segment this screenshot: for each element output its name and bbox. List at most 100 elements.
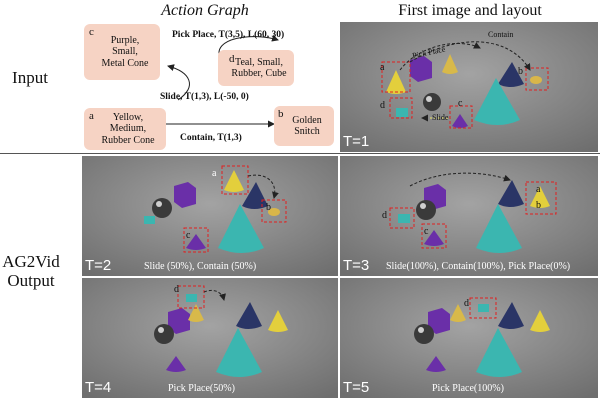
contain-arrow-t2 <box>247 174 279 199</box>
time-label-t1: T=1 <box>343 133 370 150</box>
node-c-letter: c <box>89 26 94 38</box>
action-graph-header: Action Graph <box>161 2 249 19</box>
navy-cone <box>242 182 268 209</box>
node-b-text: Golden Snitch <box>292 114 322 138</box>
metal-sphere <box>416 200 436 220</box>
metal-sphere <box>152 198 172 218</box>
gold-cone-back <box>442 54 458 74</box>
box-letter-c-t2: c <box>186 230 191 241</box>
node-d-letter: d <box>229 53 235 65</box>
yellow-cone <box>268 310 288 332</box>
output-label-line1: AG2Vid <box>2 252 60 271</box>
box-letter-b-t1: b <box>518 66 523 77</box>
gold-cone <box>188 304 204 322</box>
box-letter-b-t2: b <box>266 202 271 213</box>
node-d: Teal, Small, Rubber, Cube <box>218 50 294 86</box>
teal-cube-d <box>398 214 410 223</box>
navy-cone <box>236 302 262 329</box>
output-label-line2: Output <box>7 271 55 290</box>
node-b: Golden Snitch <box>274 106 334 146</box>
box-letter-d-t5: d <box>464 298 469 309</box>
teal-cube-d <box>396 108 408 117</box>
yellow-cone-a <box>530 186 550 208</box>
first-image-header: First image and layout <box>398 2 542 19</box>
box-b-t2 <box>261 199 287 223</box>
scene-panel-t4: d T=4 Pick Place(50%) <box>82 278 338 398</box>
box-letter-c-t3: c <box>424 226 429 237</box>
box-letter-a-t2: a <box>212 168 217 179</box>
teal-cube <box>144 216 155 224</box>
navy-cone <box>498 302 524 329</box>
metal-sphere <box>154 324 174 344</box>
box-letter-d-t1: d <box>380 100 385 111</box>
box-letter-d-t3: d <box>382 210 387 221</box>
box-letter-c-t1: c <box>458 98 463 109</box>
box-a-b-t3 <box>525 181 557 215</box>
box-c-t3 <box>421 223 447 249</box>
node-c: Purple, Small, Metal Cone <box>84 24 160 80</box>
teal-cube-d <box>186 294 197 302</box>
box-d-t4 <box>177 285 205 309</box>
scene-panel-t1: Pick Place Contain Slide a b c d T=1 <box>340 22 598 152</box>
purple-cube <box>410 56 432 82</box>
box-letter-a-t1: a <box>380 62 385 73</box>
pick-place-arrow-t3 <box>409 172 511 187</box>
metal-sphere <box>423 93 441 111</box>
box-letter-a-t3: a <box>536 184 541 195</box>
contain-arrow-t1 <box>409 41 531 71</box>
teal-cone-large <box>476 328 522 377</box>
scene-panel-t3: a b c d T=3 Slide(100%), Contain(100%), … <box>340 156 598 276</box>
caption-t3: Slide(100%), Contain(100%), Pick Place(0… <box>386 261 571 272</box>
golden-snitch <box>530 76 542 84</box>
teal-cone-large <box>216 328 262 377</box>
metal-sphere <box>414 324 434 344</box>
box-letter-d-t4: d <box>174 284 179 295</box>
time-label-t5: T=5 <box>343 379 370 396</box>
yellow-cone <box>530 310 550 332</box>
pick-place-arrow-t4 <box>203 289 226 301</box>
pick-place-edge-label: Pick Place, T(3,5), L(60, 30) <box>172 30 285 40</box>
scene-panel-t2: a b c T=2 Slide (50%), Contain (50%) <box>82 156 338 276</box>
box-d-t5 <box>469 297 497 319</box>
time-label-t3: T=3 <box>343 257 370 274</box>
scene-panel-t5: d T=5 Pick Place(100%) <box>340 278 598 398</box>
box-a-t1 <box>381 61 411 93</box>
node-b-letter: b <box>278 108 284 120</box>
purple-cone-c <box>186 234 206 250</box>
node-a: Yellow, Medium, Rubber Cone <box>84 108 166 150</box>
metal-sphere-shine <box>426 96 432 102</box>
slide-edge <box>167 64 190 101</box>
node-a-text: Yellow, Medium, Rubber Cone <box>101 111 155 146</box>
output-row-label: AG2Vid Output <box>0 252 62 290</box>
yellow-cone-a <box>386 70 406 94</box>
purple-cube <box>428 308 450 334</box>
slide-edge-label: Slide, T(1,3), L(-50, 0) <box>160 92 249 102</box>
input-row-label: Input <box>12 68 48 87</box>
box-d-t3 <box>389 207 415 229</box>
box-b-t1 <box>525 67 549 91</box>
box-a-t2 <box>221 165 249 195</box>
caption-t5: Pick Place(100%) <box>432 383 504 394</box>
purple-cone <box>426 356 446 372</box>
box-c-t2 <box>183 227 209 253</box>
contain-scene-label: Contain <box>488 30 514 39</box>
box-d-t1 <box>389 97 413 119</box>
node-c-text: Purple, Small, Metal Cone <box>101 34 149 69</box>
slide-scene-label: Slide <box>432 113 449 122</box>
purple-cone <box>166 356 186 372</box>
yellow-cone-a <box>224 170 244 192</box>
purple-cone-c <box>424 230 444 246</box>
teal-cone-large <box>474 78 520 125</box>
contain-edge-label: Contain, T(1,3) <box>180 133 242 143</box>
golden-snitch <box>268 208 280 216</box>
teal-cone-large <box>476 204 522 253</box>
navy-cone <box>498 62 524 87</box>
navy-cone <box>498 180 524 207</box>
caption-t4: Pick Place(50%) <box>168 383 235 394</box>
purple-cube <box>174 182 196 208</box>
box-letter-b-t3: b <box>536 200 541 211</box>
caption-t2: Slide (50%), Contain (50%) <box>144 261 257 272</box>
node-d-text: Teal, Small, Rubber, Cube <box>231 56 287 80</box>
gold-cone <box>450 304 466 322</box>
teal-cube-d <box>478 304 489 312</box>
